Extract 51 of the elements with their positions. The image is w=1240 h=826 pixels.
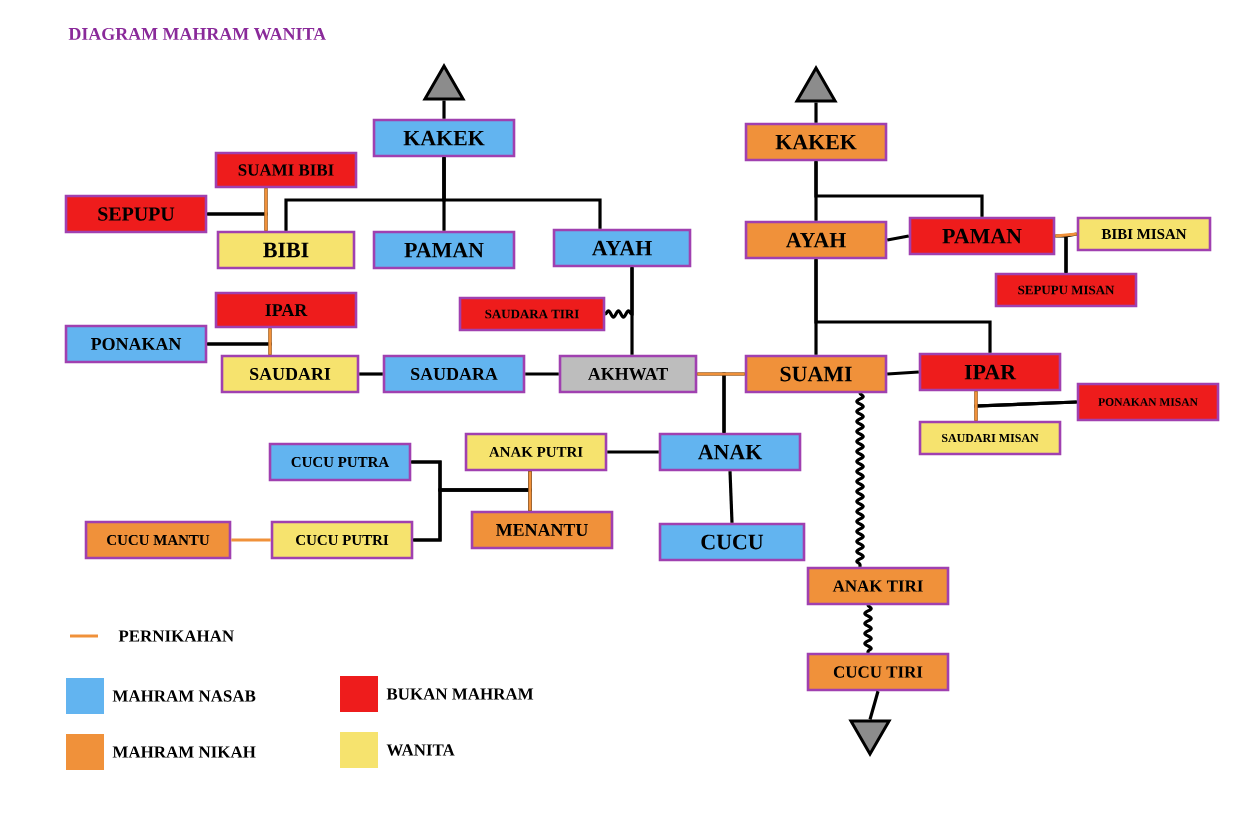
title: DIAGRAM MAHRAM WANITA xyxy=(68,27,326,41)
legend-label: BUKAN MAHRAM xyxy=(386,688,534,700)
connector-line xyxy=(814,102,818,123)
connector-line xyxy=(604,267,634,319)
kinship-box: SUAMI xyxy=(744,354,888,394)
connector-line xyxy=(697,372,745,376)
kinship-box: SUAMI BIBI xyxy=(214,151,358,189)
kinship-box: PONAKAN xyxy=(64,324,208,364)
kinship-box: AYAH xyxy=(744,220,888,260)
connector-line xyxy=(442,157,602,229)
kinship-box: BIBI xyxy=(216,230,356,270)
connector-line xyxy=(814,161,984,217)
kinship-box: KAKEK xyxy=(744,122,888,162)
connector-line xyxy=(868,690,880,720)
kinship-box: MENANTU xyxy=(470,510,614,550)
kinship-box: ANAK xyxy=(658,432,802,472)
legend-label: MAHRAM NASAB xyxy=(112,690,256,702)
kinship-box: AYAH xyxy=(552,228,692,268)
connector-line xyxy=(728,471,734,523)
connector-line xyxy=(413,488,532,542)
connector-line xyxy=(1055,232,1077,238)
connector-line xyxy=(814,259,992,353)
connector-line xyxy=(442,100,446,119)
connector-line xyxy=(359,372,383,376)
legend-label: MAHRAM NIKAH xyxy=(112,746,256,758)
kinship-box: CUCU xyxy=(658,522,806,562)
connector-line xyxy=(607,450,659,454)
connector-line xyxy=(231,538,271,542)
kinship-box: SEPUPU xyxy=(64,194,208,234)
kinship-box: CUCU TIRI xyxy=(806,652,950,692)
kinship-box: SAUDARI xyxy=(220,354,360,394)
connector-line xyxy=(887,370,919,376)
connector-line xyxy=(974,391,978,421)
connector-line xyxy=(528,471,532,511)
connector-line xyxy=(887,234,909,242)
kinship-box: ANAK TIRI xyxy=(806,566,950,606)
connector-line xyxy=(1064,232,1077,273)
legend-label: WANITA xyxy=(386,744,455,756)
connector-line xyxy=(264,188,268,231)
connector-line xyxy=(855,392,865,567)
connector-line xyxy=(525,372,559,376)
kinship-box: IPAR xyxy=(918,352,1062,392)
kinship-box: IPAR xyxy=(214,291,358,329)
kinship-box: KAKEK xyxy=(372,118,516,158)
connector-line xyxy=(863,604,873,654)
kinship-box: AKHWAT xyxy=(558,354,698,394)
legend-label: PERNIKAHAN xyxy=(118,630,234,642)
kinship-box: PAMAN xyxy=(908,216,1056,256)
kinship-box: SAUDARA xyxy=(382,354,526,394)
kinship-box: PAMAN xyxy=(372,230,516,270)
connector-line xyxy=(268,328,272,355)
